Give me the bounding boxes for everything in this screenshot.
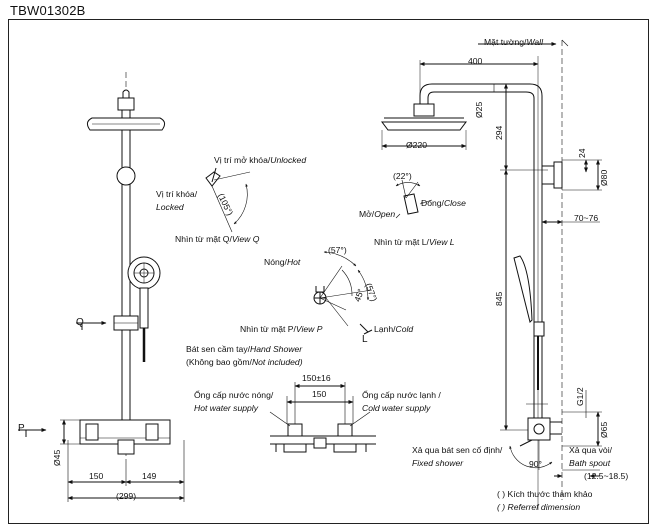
dim-299: (299) [116,491,137,501]
label-spout-en: Bath spout [569,458,611,468]
label-open: Mở/Open [359,209,396,219]
dim-294: 294 [494,125,504,140]
label-cold-supply-en: Cold water supply [362,403,431,413]
angle-90: 90° [529,459,542,469]
valve-view-l-detail [395,179,433,219]
dim-o45: Ø45 [52,449,62,466]
dim-150-supply: 150 [312,389,327,399]
legend-ref-en: ( ) Referref dimension [497,502,581,512]
dim-150pm16: 150±16 [302,373,331,383]
label-p-marker: P [18,423,25,434]
label-locked-vi: Vị trí khóa/ [156,189,198,199]
label-hot-supply-vi: Ống cấp nước nóng/ [194,390,274,400]
drawing-frame [8,19,649,524]
legend-ref-vi: ( ) Kích thước tham khảo [497,489,593,499]
valve-view-p-detail [313,250,373,335]
angle-22: (22°) [393,171,412,181]
angle-57-a: (57°) [328,245,347,255]
label-view-q: Nhìn từ mặt Q/View Q [175,234,260,244]
label-cold: Lạnh/Cold [374,324,414,334]
label-spout-vi: Xả qua vòi/ [569,445,612,455]
dim-o80: Ø80 [599,169,609,186]
label-hot-supply-en: Hot water supply [194,403,259,413]
dim-70-76: 70~76 [574,213,599,223]
label-view-l: Nhìn từ mặt L/View L [374,237,455,247]
label-fixed-shower-en: Fixed shower [412,458,464,468]
label-wall: Mặt tường/Wall [484,37,543,47]
dim-150-left: 150 [89,471,104,481]
lock-lever-detail [205,167,251,233]
side-view-shower-column [381,40,563,510]
label-l-marker: L [362,334,368,345]
label-not-included: (Không bao gồm/Not included) [186,357,303,367]
dim-12-5-18-5: (12.5~18.5) [584,471,629,481]
label-fixed-shower-vi: Xả qua bát sen cố định/ [412,445,503,455]
supply-pipes-detail [269,382,376,453]
front-view-shower-column [79,72,171,460]
dim-o65: Ø65 [599,421,609,438]
label-hand-shower: Bát sen cầm tay/Hand Shower [186,344,303,354]
label-q-marker: Q [76,317,84,328]
label-hot: Nóng/Hot [264,257,301,267]
label-view-p: Nhìn từ mặt P/View P [240,324,323,334]
dim-o25: Ø25 [474,101,484,118]
dim-g12: G1/2 [575,387,585,406]
label-close: Đóng/Close [421,198,466,208]
label-unlocked: Vị trí mở khóa/Unlocked [214,155,307,165]
dim-o220: Ø220 [406,140,428,150]
dim-400: 400 [468,56,483,66]
model-code: TBW01302B [10,3,86,18]
dim-149: 149 [142,471,157,481]
dim-845: 845 [494,291,504,306]
dim-24: 24 [577,148,587,158]
label-locked-en: Locked [156,202,184,212]
label-cold-supply-vi: Ống cấp nước lạnh / [362,390,441,400]
